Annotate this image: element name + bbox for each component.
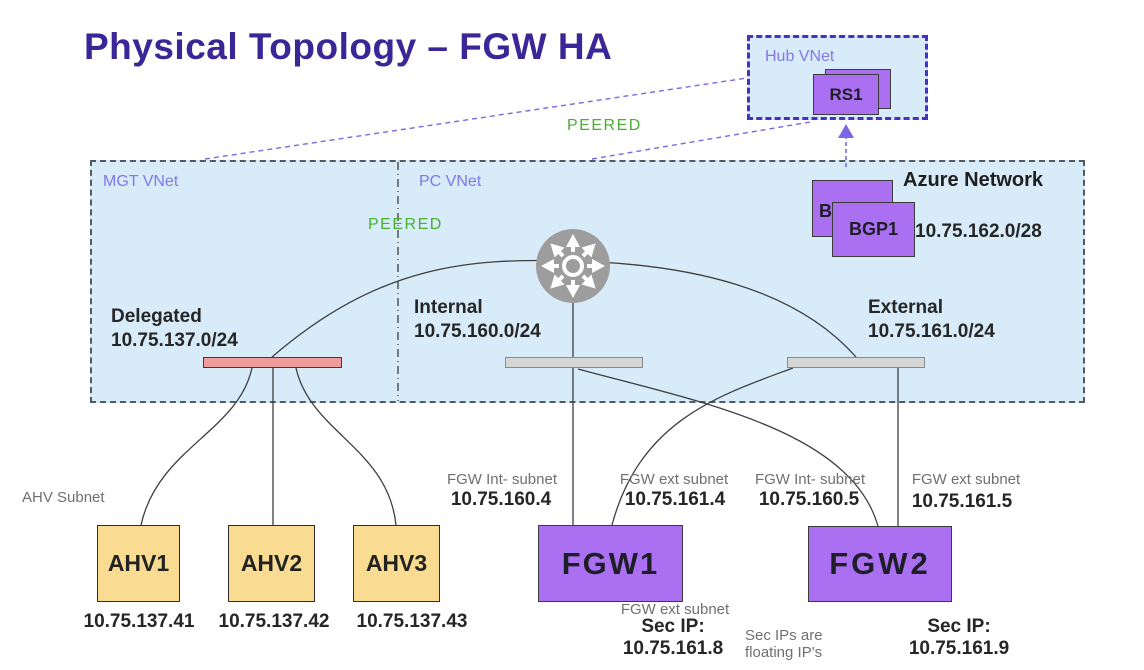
ahv2-ip: 10.75.137.42 xyxy=(218,611,330,632)
fgw1-int-ip: 10.75.160.4 xyxy=(450,489,552,510)
ahv-subnet-label: AHV Subnet xyxy=(22,489,105,506)
router-icon xyxy=(536,229,610,303)
bgp-to-hub-arrow-icon xyxy=(838,124,854,167)
fgw1-int-subnet-label: FGW Int- subnet xyxy=(446,471,558,488)
ahv1-ip: 10.75.137.41 xyxy=(83,611,195,632)
link-external-fgw1 xyxy=(611,367,794,526)
link-delegated-ahv3 xyxy=(295,367,397,526)
page-title: Physical Topology – FGW HA xyxy=(84,26,613,67)
rs-node: RS1 xyxy=(813,74,879,115)
link-delegated-ahv1 xyxy=(140,367,253,526)
azure-cidr-label: 10.75.162.0/28 xyxy=(915,221,1042,242)
fgw1-ext-ip: 10.75.161.4 xyxy=(624,489,726,510)
delegated-cidr: 10.75.137.0/24 xyxy=(111,330,238,351)
bgp-node: BGP1 xyxy=(832,202,915,257)
fgw1-sec-subnet-label: FGW ext subnet xyxy=(620,601,730,618)
fgw2-ext-subnet-label: FGW ext subnet xyxy=(911,471,1021,488)
ahv2-node: AHV2 xyxy=(228,525,315,602)
hub-vnet-box: Hub VNet RS1 xyxy=(747,35,928,120)
fgw1-ext-subnet-label: FGW ext subnet xyxy=(619,471,729,488)
fgw1-sec-ip: 10.75.161.8 xyxy=(622,638,724,659)
internal-cidr: 10.75.160.0/24 xyxy=(414,321,541,342)
ahv3-ip: 10.75.137.43 xyxy=(356,611,468,632)
fgw2-int-ip: 10.75.160.5 xyxy=(758,489,860,510)
external-name: External xyxy=(868,297,943,318)
peered-label-top: PEERED xyxy=(567,117,642,134)
peering-line-mgt-hub xyxy=(204,77,748,160)
floating-ip-note: Sec IPs are floating IP's xyxy=(745,627,823,661)
fgw1-node: FGW1 xyxy=(538,525,683,602)
fgw1-sec-ip-title: Sec IP: xyxy=(641,616,705,637)
internal-subnet-heading: Internal 10.75.160.0/24 xyxy=(414,296,541,344)
fgw2-sec-ip-title: Sec IP: xyxy=(927,616,991,637)
mgt-vnet-label: MGT VNet xyxy=(103,173,179,190)
internal-name: Internal xyxy=(414,297,483,318)
external-subnet-bar xyxy=(787,357,925,368)
delegated-subnet-bar xyxy=(203,357,342,368)
external-subnet-heading: External 10.75.161.0/24 xyxy=(868,296,995,344)
fgw2-sec-ip: 10.75.161.9 xyxy=(908,638,1010,659)
ahv3-node: AHV3 xyxy=(353,525,440,602)
peered-label-left: PEERED xyxy=(368,216,443,233)
delegated-name: Delegated xyxy=(111,306,202,327)
azure-network-label: Azure Network xyxy=(903,169,1044,191)
bgp-back-label: B xyxy=(819,201,832,221)
peering-line-pc-hub xyxy=(591,121,811,160)
pc-vnet-label: PC VNet xyxy=(419,173,482,190)
link-internal-fgw2 xyxy=(577,368,879,527)
fgw2-int-subnet-label: FGW Int- subnet xyxy=(754,471,866,488)
internal-subnet-bar xyxy=(505,357,643,368)
hub-vnet-label: Hub VNet xyxy=(765,48,835,65)
external-cidr: 10.75.161.0/24 xyxy=(868,321,995,342)
ahv1-node: AHV1 xyxy=(97,525,180,602)
delegated-subnet-heading: Delegated 10.75.137.0/24 xyxy=(111,305,238,353)
fgw2-ext-ip: 10.75.161.5 xyxy=(911,491,1013,512)
fgw2-node: FGW2 xyxy=(808,526,952,602)
